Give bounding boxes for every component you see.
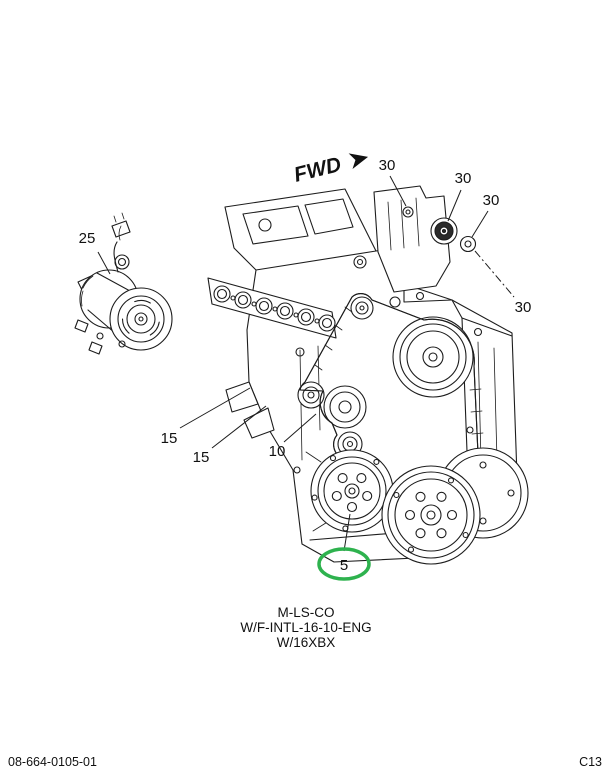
leader-10: [283, 413, 317, 443]
page-footer: 08-664-0105-01 C13: [8, 755, 602, 769]
callout-30-second-label: 30: [455, 170, 472, 187]
tensioner-pulley: [323, 385, 367, 429]
leader-25: [97, 251, 111, 275]
upper-idler-pulley: [297, 381, 325, 409]
footer-document-number: 08-664-0105-01: [8, 755, 97, 769]
callout-15-upper-label: 15: [161, 430, 178, 447]
callout-30-top-label: 30: [379, 157, 396, 174]
leader-15-upper: [179, 387, 251, 429]
caption: M-LS-CO W/F-INTL-16-10-ENG W/16XBX: [240, 605, 371, 650]
engine-drawing: [74, 185, 529, 565]
caption-line-1: M-LS-CO: [278, 605, 335, 620]
leader-30-fourth: [474, 250, 515, 298]
footer-page-code: C13: [579, 755, 602, 769]
engine-mount-bracket: [225, 381, 275, 439]
fwd-marker: FWD: [292, 153, 369, 187]
fan-pulley: [392, 316, 474, 398]
callout-10-label: 10: [269, 443, 286, 460]
leader-30-second: [447, 189, 462, 222]
caption-line-3: W/16XBX: [277, 635, 336, 650]
fwd-label: FWD: [292, 153, 344, 187]
detached-compressor: [74, 212, 173, 355]
leader-lines: [97, 175, 515, 552]
leader-5: [343, 513, 351, 552]
highlighted-callout-5: 5: [317, 547, 371, 581]
leader-30-top: [389, 175, 407, 207]
callout-30-fourth-label: 30: [515, 299, 532, 316]
valve-cover: [242, 198, 367, 269]
idler-pulley: [430, 217, 458, 245]
installed-compressor: [305, 449, 394, 533]
idler-washer: [459, 235, 477, 253]
cylinder-head-ports: [207, 277, 337, 339]
callout-15-lower-label: 15: [193, 449, 210, 466]
callout-5-label: 5: [340, 557, 348, 574]
callout-25-label: 25: [79, 230, 96, 247]
highlight-ellipse: [317, 547, 371, 581]
callout-30-third-label: 30: [483, 192, 500, 209]
fwd-arrow-icon: [348, 153, 369, 169]
leader-15-lower: [211, 405, 267, 449]
bracket-bolt: [402, 206, 414, 218]
leader-30-third: [471, 210, 489, 238]
callout-labels: 25 30 30 30 30 15 15 10 5: [79, 157, 532, 581]
crank-damper-pulley: [381, 465, 481, 565]
caption-line-2: W/F-INTL-16-10-ENG: [240, 620, 371, 635]
compressor-connector: [111, 220, 131, 238]
idler-mounting-bracket: [373, 185, 477, 293]
top-small-pulley: [350, 296, 374, 320]
